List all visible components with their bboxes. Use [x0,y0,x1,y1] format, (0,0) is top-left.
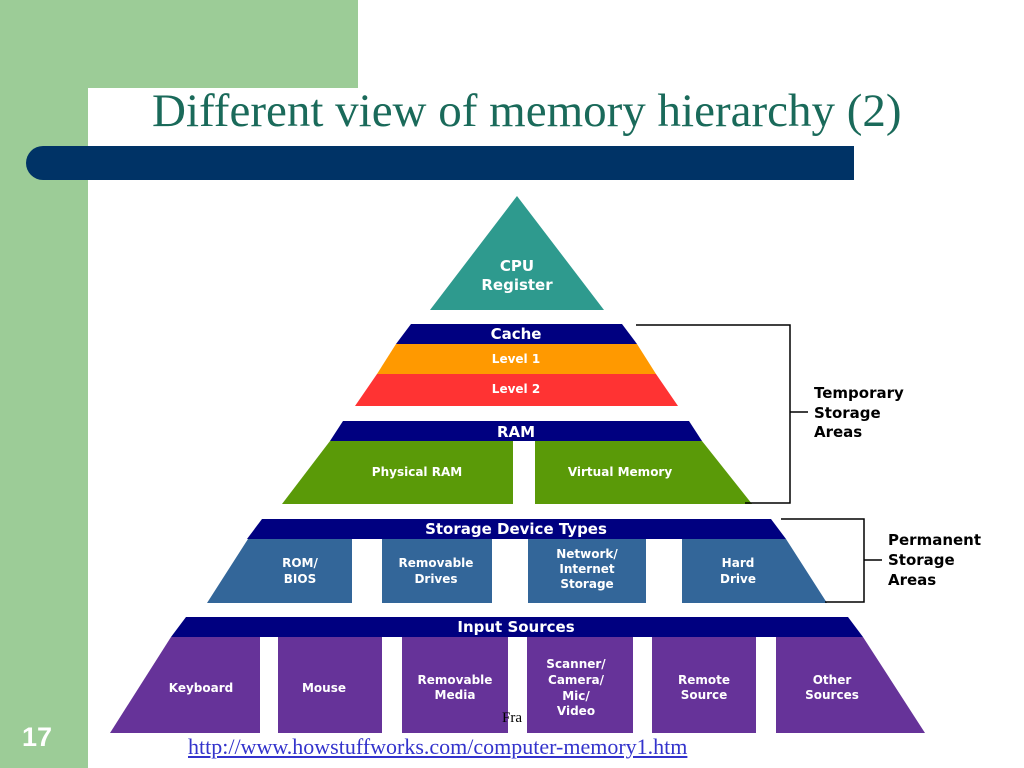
remote-source-block [652,637,756,733]
level2-label: Level 2 [492,382,540,396]
network-storage-block [528,539,646,603]
physical-ram-label: Physical RAM [372,465,462,479]
storage-header-band [247,519,786,539]
cache-level2-band [355,374,678,406]
source-link[interactable]: http://www.howstuffworks.com/computer-me… [188,734,688,759]
network-line2: Internet [559,562,614,576]
removable-media-line1: Removable [418,673,493,687]
mouse-label: Mouse [302,681,346,695]
temporary-label-line1: Temporary [814,384,904,402]
input-header-label: Input Sources [457,618,574,636]
permanent-label-line3: Areas [888,571,936,589]
ram-header-label: RAM [497,423,535,441]
physical-ram-block [282,441,513,504]
left-green-bar [0,0,88,768]
register-label: Register [481,276,553,294]
removable-drives-line2: Drives [414,572,457,586]
scanner-line1: Scanner/ [546,657,606,671]
network-line3: Storage [560,577,613,591]
storage-header-label: Storage Device Types [425,520,607,538]
bios-label: BIOS [284,572,316,586]
temporary-label-line3: Areas [814,423,862,441]
hard-label: Hard [722,556,755,570]
remote-line2: Source [681,688,728,702]
top-green-block [0,0,358,88]
remote-line1: Remote [678,673,730,687]
virtual-memory-block [535,441,752,504]
permanent-label-line2: Storage [888,551,955,569]
cache-header-band [396,324,637,344]
footer-fragment-text: Fra [502,710,522,726]
drive-label: Drive [720,572,756,586]
network-line1: Network/ [556,547,618,561]
removable-media-block [402,637,508,733]
rom-label: ROM/ [282,556,318,570]
other-line2: Sources [805,688,859,702]
level1-label: Level 1 [492,352,540,366]
mouse-block [278,637,382,733]
cpu-label: CPU [500,257,534,275]
virtual-memory-label: Virtual Memory [568,465,673,479]
scanner-line3: Mic/ [562,689,590,703]
removable-drives-block [382,539,492,603]
input-header-band [171,617,863,637]
page-number: 17 [22,722,53,752]
other-sources-block [776,637,925,733]
slide-title: Different view of memory hierarchy (2) [152,85,902,137]
hard-drive-block [682,539,827,603]
cache-level1-band [377,344,656,374]
scanner-line4: Video [557,704,595,718]
ram-header-band [330,421,702,441]
title-underline-bar [26,146,854,180]
scanner-block [527,637,633,733]
other-line1: Other [813,673,852,687]
permanent-label-line1: Permanent [888,531,981,549]
cpu-register-tier [430,196,604,310]
temporary-label-line2: Storage [814,404,881,422]
removable-media-line2: Media [435,688,476,702]
cache-header-label: Cache [491,325,542,343]
keyboard-block [110,637,260,733]
scanner-line2: Camera/ [548,673,605,687]
rom-bios-block [207,539,352,603]
keyboard-label: Keyboard [169,681,234,695]
temporary-storage-bracket [636,324,791,504]
removable-drives-line1: Removable [399,556,474,570]
